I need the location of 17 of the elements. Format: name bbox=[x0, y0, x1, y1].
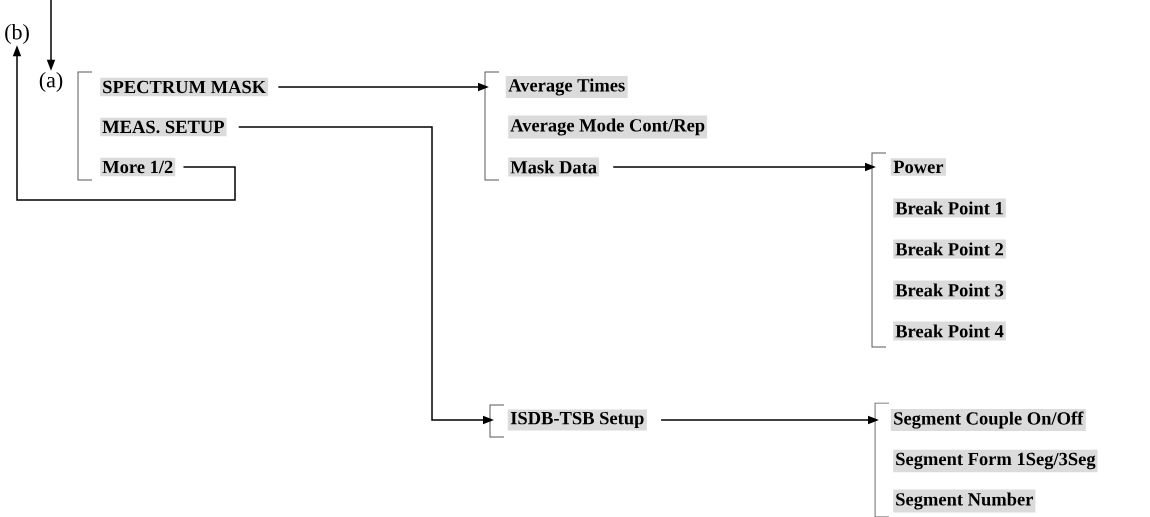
softkey-label: Average Mode Cont/Rep bbox=[508, 115, 708, 139]
softkey-label: Break Point 1 bbox=[893, 198, 1006, 218]
menu-label: (b) bbox=[5, 24, 29, 44]
softkey-label: SPECTRUM MASK bbox=[100, 77, 269, 97]
softkey-label: Mask Data bbox=[508, 157, 600, 177]
softkey-label: More 1/2 bbox=[100, 157, 176, 177]
menu-label: (a) bbox=[39, 72, 63, 92]
softkey-label: Average Times bbox=[505, 76, 628, 98]
softkey-label: Segment Form 1Seg/3Seg bbox=[893, 449, 1098, 473]
softkey-label: Break Point 3 bbox=[893, 280, 1006, 300]
softkey-label: Break Point 4 bbox=[893, 321, 1006, 341]
softkey-label: Segment Number bbox=[893, 489, 1036, 513]
softkey-label: Segment Couple On/Off bbox=[890, 408, 1086, 432]
softkey-label: ISDB-TSB Setup bbox=[507, 409, 647, 431]
softkey-label: Power bbox=[890, 158, 947, 176]
softkey-label: Break Point 2 bbox=[893, 239, 1006, 259]
softkey-label: MEAS. SETUP bbox=[100, 117, 227, 137]
